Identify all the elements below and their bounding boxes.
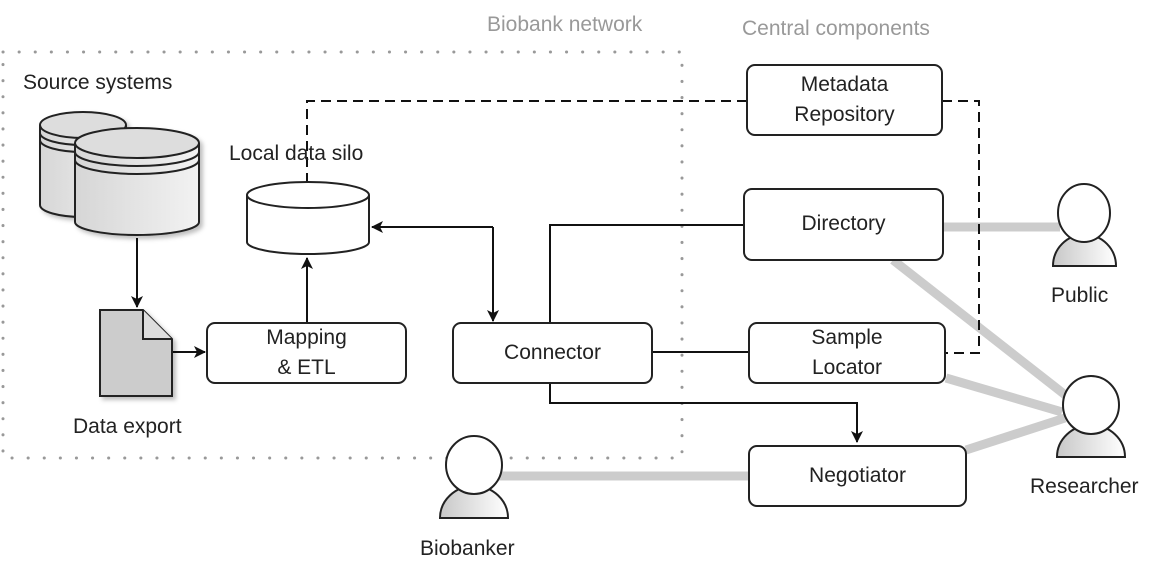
- public-person-icon: [1051, 183, 1118, 267]
- researcher-label: Researcher: [1030, 475, 1139, 498]
- sample-locator-line2: Locator: [811, 356, 883, 379]
- connector-node[interactable]: Connector: [452, 322, 653, 384]
- mapping-etl-line1: Mapping: [266, 325, 347, 349]
- central-components-title: Central components: [742, 17, 930, 40]
- biobank-network-title: Biobank network: [487, 13, 643, 36]
- local-data-silo-label: Local data silo: [229, 142, 364, 165]
- researcher-directory-link: [890, 256, 1081, 409]
- metadata-links: [306, 100, 980, 354]
- public-label: Public: [1051, 284, 1109, 307]
- researcher-negotiator-link: [964, 413, 1067, 455]
- negotiator-node[interactable]: Negotiator: [748, 445, 967, 507]
- directory-node[interactable]: Directory: [743, 188, 944, 261]
- source-systems-label: Source systems: [23, 71, 173, 94]
- researcher-person-icon: [1055, 375, 1127, 458]
- connector-label: Connector: [504, 340, 601, 364]
- local-data-silo-database-icon: [246, 181, 370, 255]
- biobank-network-boundary: [1, 50, 684, 460]
- source-systems-database-icon: [39, 111, 200, 236]
- metadata-line1: Metadata: [800, 72, 889, 96]
- actor-associations: [495, 222, 1081, 481]
- biobanker-person-icon: [438, 435, 510, 519]
- negotiator-label: Negotiator: [809, 463, 906, 487]
- connector-to-negotiator-arrow: [549, 384, 863, 443]
- biobanker-label: Biobanker: [420, 537, 515, 560]
- metadata-locator-link: [942, 100, 980, 354]
- data-export-label: Data export: [73, 415, 182, 438]
- connector-directory-link: [549, 224, 744, 322]
- metadata-line2: Repository: [794, 103, 895, 126]
- mapping-etl-line2: & ETL: [277, 356, 336, 379]
- researcher-locator-link: [944, 373, 1064, 417]
- silo-metadata-link: [306, 100, 748, 183]
- mapping-etl-node[interactable]: Mapping & ETL: [206, 322, 407, 384]
- flow-lines: [131, 221, 863, 443]
- directory-label: Directory: [801, 212, 886, 236]
- data-export-document-icon: [99, 309, 173, 397]
- sample-locator-line1: Sample: [811, 325, 883, 349]
